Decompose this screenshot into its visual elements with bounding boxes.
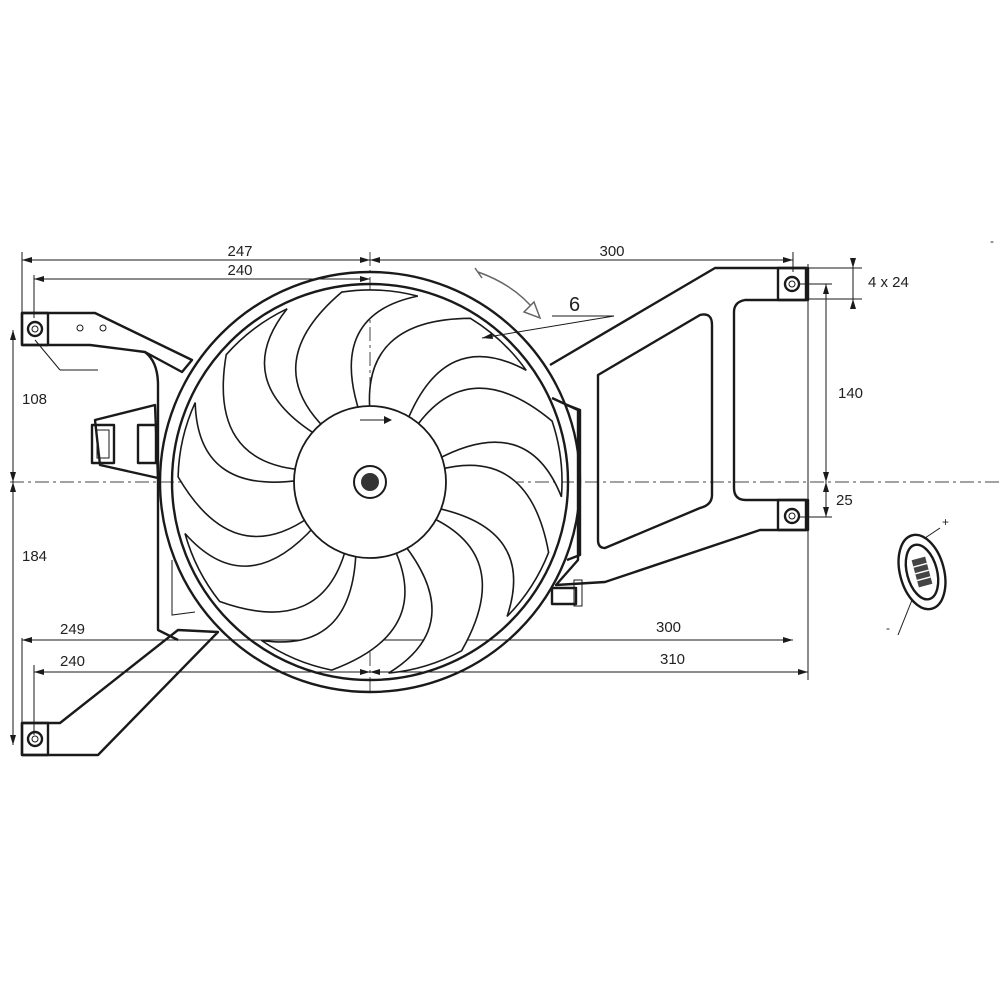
connector-plus-label: + [942, 515, 949, 529]
fan-blades [177, 289, 563, 674]
bottom-dimensions: 249 300 240 310 [21, 619, 808, 748]
fan-blade [177, 402, 311, 538]
dim-bottom-upper-right: 300 [656, 619, 681, 636]
dim-right-offset: 25 [836, 492, 853, 509]
corner-mark: - [990, 234, 994, 248]
dim-hole-spec: 4 x 24 [868, 274, 909, 291]
fan-blade [222, 308, 319, 471]
fan-blade [414, 387, 563, 498]
fan-hub [293, 405, 447, 559]
rotation-arrow-icon [384, 416, 392, 424]
fan-blade [260, 546, 406, 671]
fan-blade [388, 516, 484, 674]
fan-ring [158, 270, 582, 694]
dim-bottom-lower-right: 310 [660, 651, 685, 668]
left-dimensions: 108 184 [10, 330, 47, 745]
fan-blade [368, 317, 527, 424]
fan-callout: 6 [474, 267, 615, 339]
fan-blade [184, 524, 348, 613]
connector-minus-label: - [886, 621, 890, 635]
dim-bottom-lower-left: 240 [60, 653, 85, 670]
dim-right-height: 140 [838, 385, 863, 402]
fan-blade [434, 464, 550, 617]
dim-left-upper: 108 [22, 391, 47, 408]
electrical-connector [897, 533, 947, 611]
top-dimensions: 247 240 300 [21, 243, 794, 330]
fan-callout-number: 6 [569, 294, 580, 316]
fan-blade [294, 289, 419, 430]
rotation-direction-icon [474, 267, 542, 320]
dim-bottom-upper-left: 249 [60, 621, 85, 638]
dim-left-lower: 184 [22, 548, 47, 565]
dim-top-inner: 240 [227, 262, 252, 279]
mounting-holes [20, 266, 808, 757]
right-dimensions: 4 x 24 140 25 [800, 258, 909, 680]
dim-top-right: 300 [599, 243, 624, 260]
dim-top-total: 247 [227, 243, 252, 260]
